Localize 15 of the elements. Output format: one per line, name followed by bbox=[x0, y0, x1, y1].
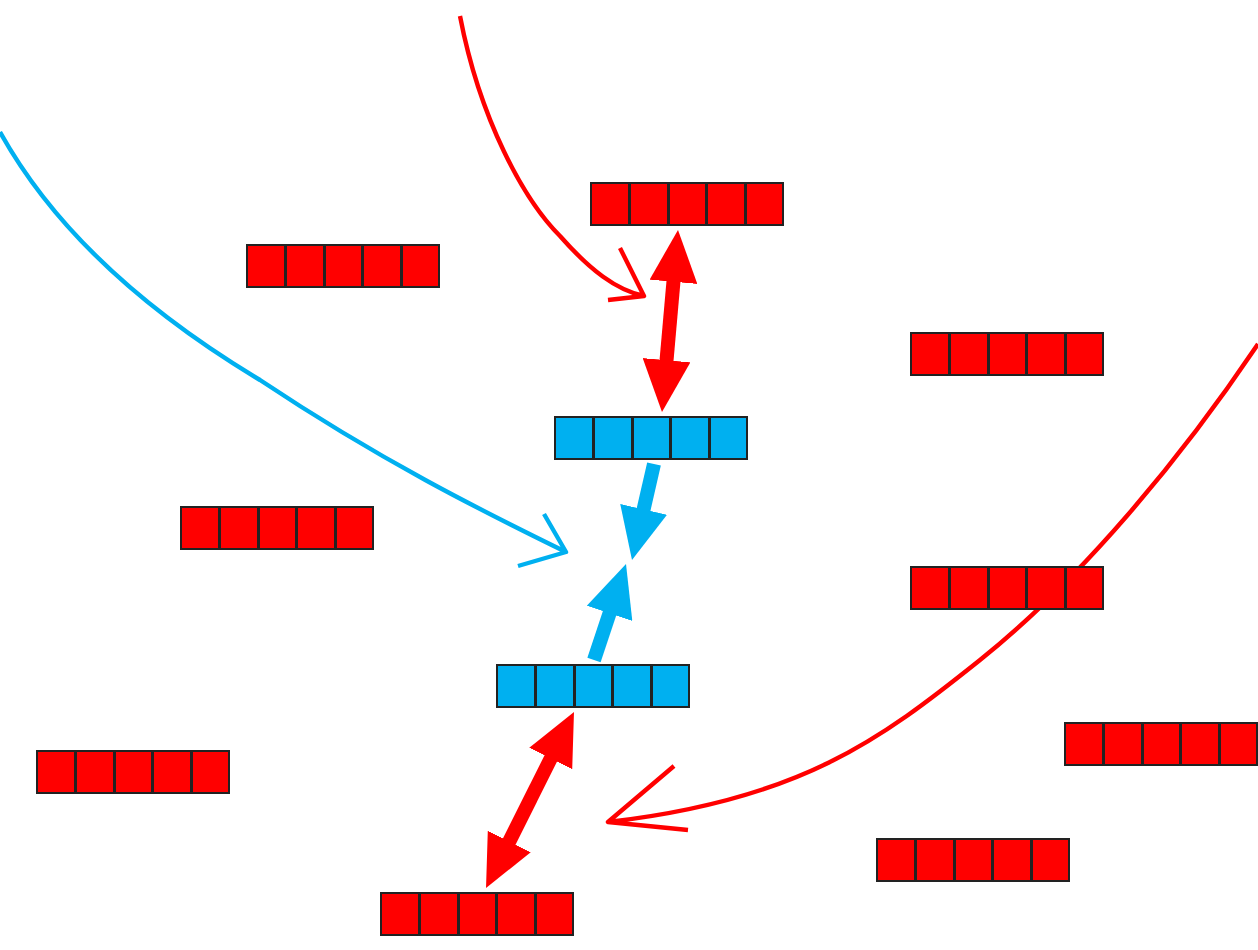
segmented-bar bbox=[180, 506, 374, 550]
arrow bbox=[620, 462, 667, 560]
segmented-bar bbox=[36, 750, 230, 794]
segmented-bar bbox=[1064, 722, 1258, 766]
segmented-bar bbox=[910, 566, 1104, 610]
segmented-bar bbox=[876, 838, 1070, 882]
segmented-bar bbox=[496, 664, 690, 708]
segmented-bar bbox=[246, 244, 440, 288]
double-arrow bbox=[642, 230, 698, 412]
arrow bbox=[586, 564, 633, 663]
segmented-bar bbox=[380, 892, 574, 936]
segmented-bar bbox=[554, 416, 748, 460]
segmented-bar bbox=[910, 332, 1104, 376]
segmented-bar bbox=[590, 182, 784, 226]
double-arrow bbox=[486, 712, 574, 888]
